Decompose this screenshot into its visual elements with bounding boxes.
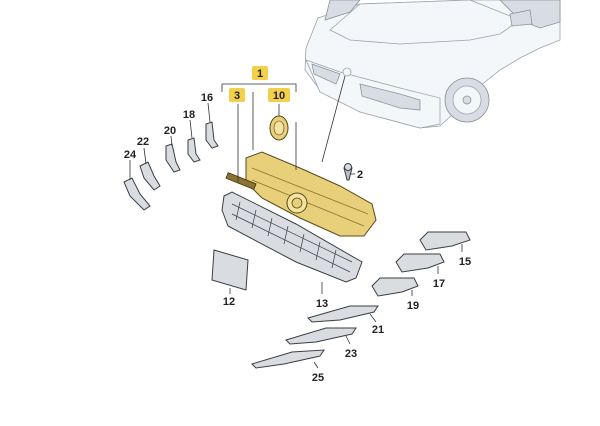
bracket-22 [139,161,161,191]
lower-grille-13 [221,191,363,283]
trim-19 [371,277,419,297]
callout-19: 19 [407,300,419,312]
callout-3-highlight [229,88,245,102]
callout-23: 23 [345,348,357,360]
car-illustration [304,0,561,129]
callout-3: 3 [234,90,240,102]
trim-21 [307,305,379,323]
callout-13: 13 [316,298,328,310]
main-grille [245,151,377,237]
callout-10: 10 [273,90,285,102]
emblem-10 [269,115,289,141]
callout-20: 20 [164,125,176,137]
trim-25 [251,349,325,369]
callout-labels: 1 2 3 10 12 13 15 16 17 18 19 20 21 22 2… [124,68,471,384]
plate-12 [211,249,249,291]
callout-1: 1 [257,68,263,80]
callout-12: 12 [223,296,235,308]
callout-21: 21 [372,324,384,336]
screw-2 [343,163,353,181]
trim-strip-3 [225,172,257,190]
callout-1-highlight [252,66,268,80]
callout-24: 24 [124,149,137,161]
bracket-18 [187,137,201,163]
trim-15 [419,231,471,251]
callout-15: 15 [459,256,471,268]
bracket-24 [123,177,151,211]
car-leader-line [321,75,346,163]
callout-10-highlight [268,88,290,102]
trim-17 [395,253,445,273]
callout-18: 18 [183,109,195,121]
callout-2: 2 [357,169,363,181]
callout-22: 22 [137,136,149,148]
callout-17: 17 [433,278,445,290]
callout-16: 16 [201,92,213,104]
callout-25: 25 [312,372,324,384]
bracket-20 [165,143,181,173]
trim-23 [285,327,357,345]
leader-lines [129,83,463,369]
bracket-16 [205,121,219,149]
